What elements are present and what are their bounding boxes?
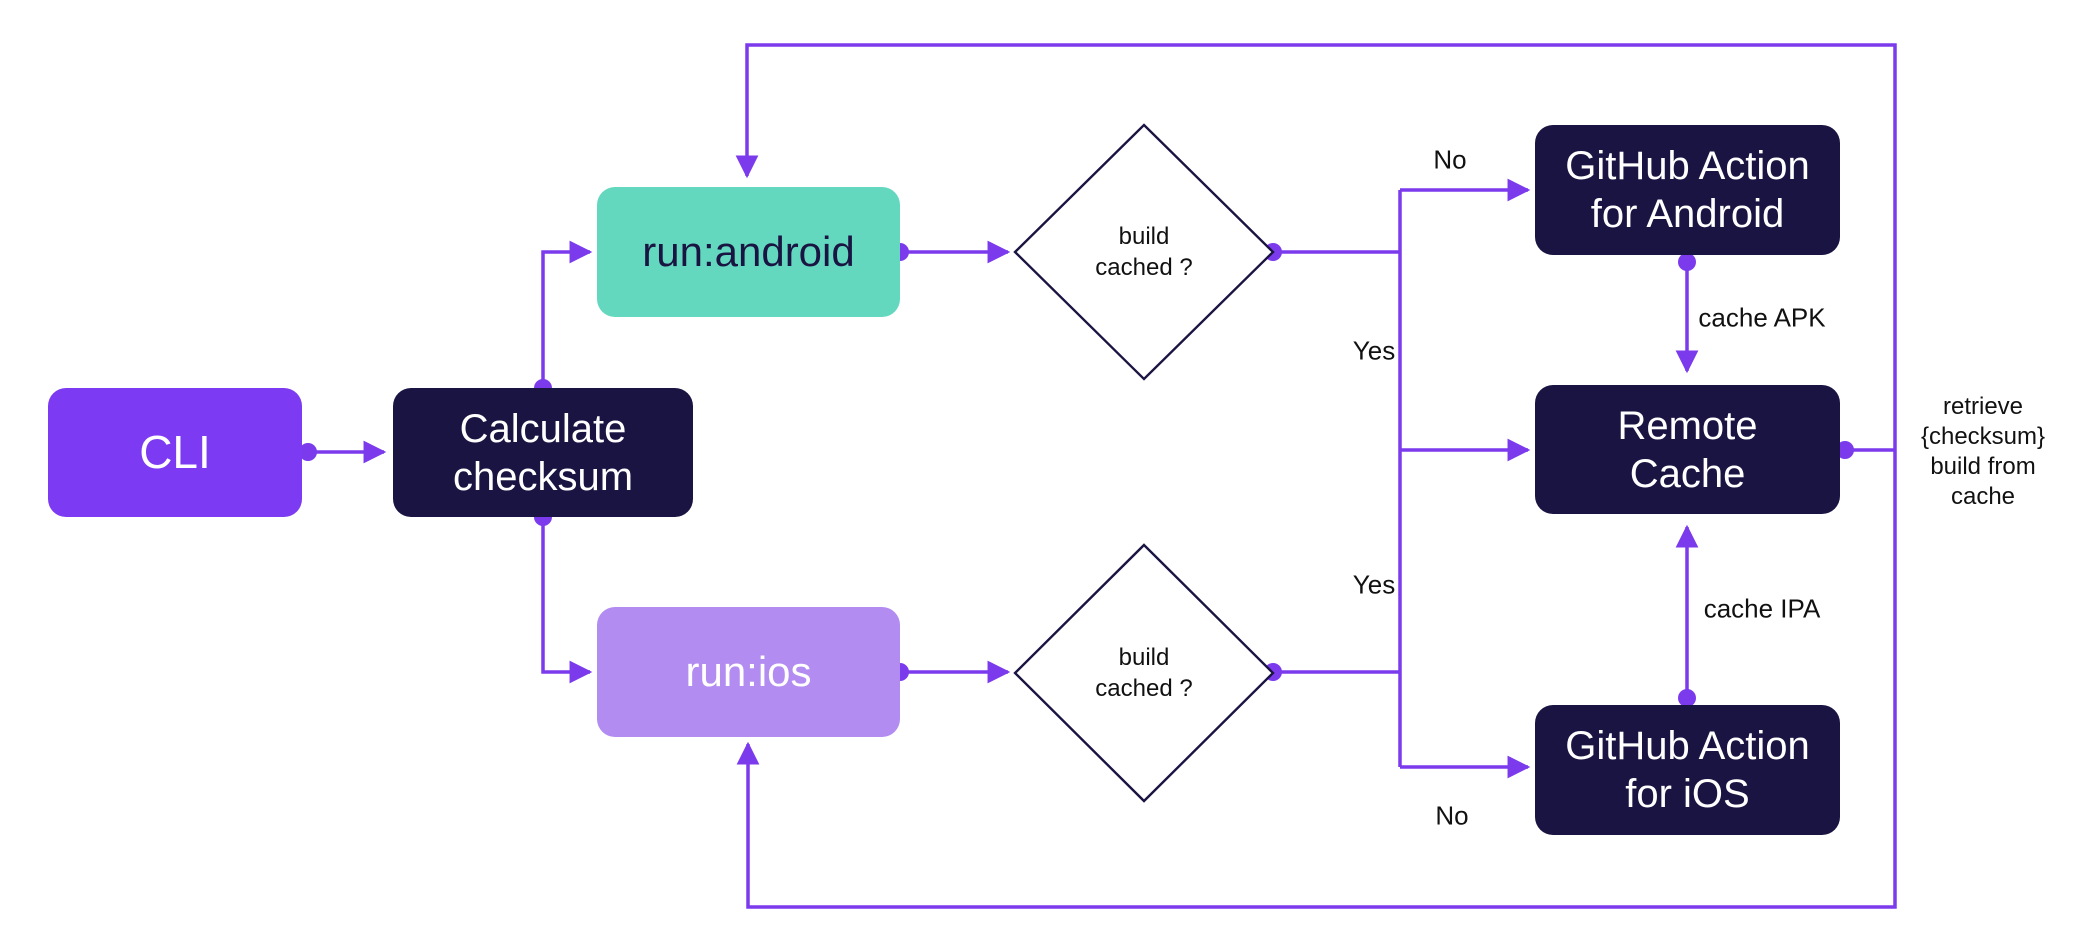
- node-run-android-label: run:android: [642, 227, 855, 275]
- edge-label-yes-ios: Yes: [1352, 569, 1396, 600]
- connector-origin-dot: [1836, 441, 1854, 459]
- connector-loop-to-run-android: [735, 43, 1897, 450]
- node-calculate-checksum: Calculate checksum: [393, 388, 693, 517]
- connector-origin-dot: [299, 443, 317, 461]
- connector-checksum-to-run-android: [541, 240, 593, 388]
- node-run-ios: run:ios: [597, 607, 900, 737]
- node-remote-cache-label: Remote Cache: [1617, 403, 1758, 496]
- connector-loop-to-run-ios: [736, 450, 1897, 909]
- edge-label-retrieve-from-cache: retrieve {checksum} build from cache: [1920, 393, 2046, 510]
- decision-diamond-ios: [1013, 543, 1275, 803]
- decision-diamond-android: [1013, 123, 1275, 381]
- connector-origin-dot: [1678, 689, 1696, 707]
- node-cli: CLI: [48, 388, 302, 517]
- node-cli-label: CLI: [139, 425, 211, 478]
- node-calculate-checksum-label: Calculate checksum: [452, 406, 634, 499]
- decision-ios-label: build cached ?: [1095, 643, 1193, 702]
- node-github-action-android: GitHub Action for Android: [1535, 125, 1840, 255]
- connector-origin-dot: [1678, 253, 1696, 271]
- edge-label-cache-apk: cache APK: [1698, 302, 1826, 333]
- node-run-android: run:android: [597, 187, 900, 317]
- edge-label-yes-android: Yes: [1352, 335, 1396, 366]
- edge-label-no-android: No: [1433, 144, 1467, 175]
- decision-android-label: build cached ?: [1095, 222, 1193, 281]
- node-run-ios-label: run:ios: [685, 647, 812, 695]
- edge-label-no-ios: No: [1435, 800, 1469, 831]
- edge-label-cache-ipa: cache IPA: [1703, 593, 1821, 624]
- node-github-action-android-label: GitHub Action for Android: [1565, 144, 1810, 236]
- connector-checksum-to-run-ios: [541, 517, 593, 684]
- node-remote-cache: Remote Cache: [1535, 385, 1840, 514]
- node-github-action-ios-label: GitHub Action for iOS: [1565, 724, 1810, 816]
- node-github-action-ios: GitHub Action for iOS: [1535, 705, 1840, 835]
